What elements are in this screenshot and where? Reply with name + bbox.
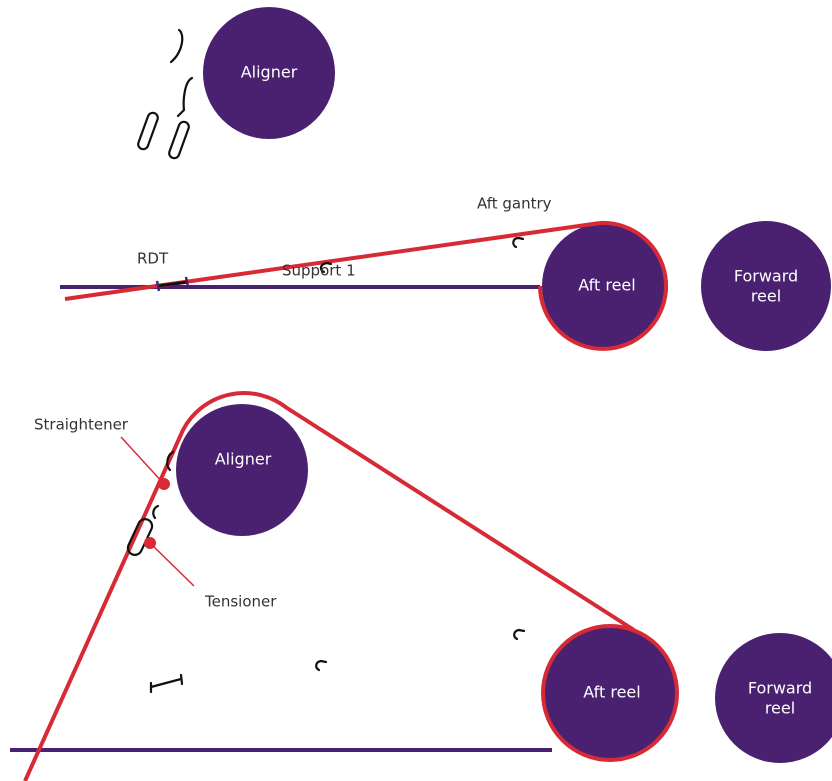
bracket-part-icon	[169, 28, 184, 64]
bracket-part-icon	[315, 659, 328, 672]
aligner-label: Aligner	[215, 450, 272, 469]
tensioner-part-icon	[126, 518, 154, 556]
bracket-part-icon	[152, 504, 160, 520]
aft-gantry-label: Aft gantry	[477, 195, 552, 213]
bracket-part-icon	[319, 261, 333, 274]
tensioner-part-icon	[168, 120, 190, 160]
pipe-line	[23, 391, 636, 781]
tensioner-leader	[149, 542, 195, 587]
tensioner-label: Tensioner	[204, 593, 277, 611]
tensioner-part-icon	[137, 111, 159, 151]
forward-reel-circle	[701, 221, 831, 351]
middle-section: Aft reel RDT Support 1 Aft gantry Forwar…	[60, 195, 831, 351]
forward-reel-label-line2: reel	[751, 287, 781, 306]
bone-part-icon	[149, 673, 184, 694]
bracket-part-icon	[512, 236, 525, 249]
rdt-tick	[184, 276, 190, 288]
pipe-wrap-on-aft-reel	[541, 624, 679, 762]
straightener-label: Straightener	[34, 416, 129, 434]
support-1-label: Support 1	[282, 262, 356, 280]
bracket-part-icon	[166, 450, 175, 472]
tensioner-marker	[144, 537, 156, 549]
rdt-marker	[156, 280, 189, 288]
aft-reel-circle	[544, 627, 676, 759]
aligner-circle	[176, 404, 308, 536]
forward-reel-circle	[715, 633, 832, 763]
forward-reel-label-line2: reel	[765, 699, 795, 718]
straightener-leader	[120, 436, 165, 485]
aligner-circle	[203, 7, 335, 139]
pipe-wrap-on-aft-reel	[538, 220, 668, 351]
pipe-line	[64, 221, 601, 301]
top-section: Aligner	[137, 7, 335, 160]
aft-reel-label: Aft reel	[578, 276, 635, 295]
aligner-label: Aligner	[241, 63, 298, 82]
aft-reel-label: Aft reel	[583, 683, 640, 702]
bottom-section: Straightener Aligner Tensioner Aft reel …	[10, 391, 832, 781]
bracket-part-icon	[513, 628, 526, 641]
forward-reel-label-line1: Forward	[748, 679, 812, 698]
rdt-tick	[155, 280, 161, 292]
aft-reel-circle	[542, 223, 668, 349]
forward-reel-label-line1: Forward	[734, 267, 798, 286]
rdt-label: RDT	[137, 250, 169, 268]
bracket-part-icon	[176, 76, 194, 118]
straightener-marker	[158, 478, 170, 490]
